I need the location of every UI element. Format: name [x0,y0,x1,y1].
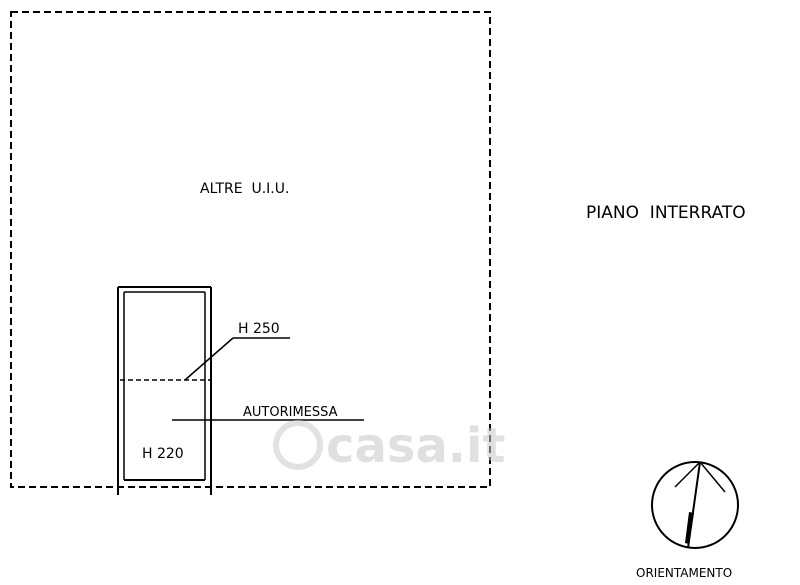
garage-room [117,286,212,495]
height-lower-label: H 220 [142,446,184,462]
height-upper-label: H 250 [238,321,280,337]
compass-icon [651,461,739,549]
watermark: casa.it [273,418,505,474]
other-units-label: ALTRE U.I.U. [200,181,289,197]
orientation-label: ORIENTAMENTO [636,566,732,580]
watermark-text: casa.it [326,418,505,474]
watermark-logo-icon [273,420,323,470]
floor-title: PIANO INTERRATO [586,203,746,223]
other-units-boundary [10,11,491,488]
h250-leader [184,337,290,381]
garage-label: AUTORIMESSA [243,405,338,420]
